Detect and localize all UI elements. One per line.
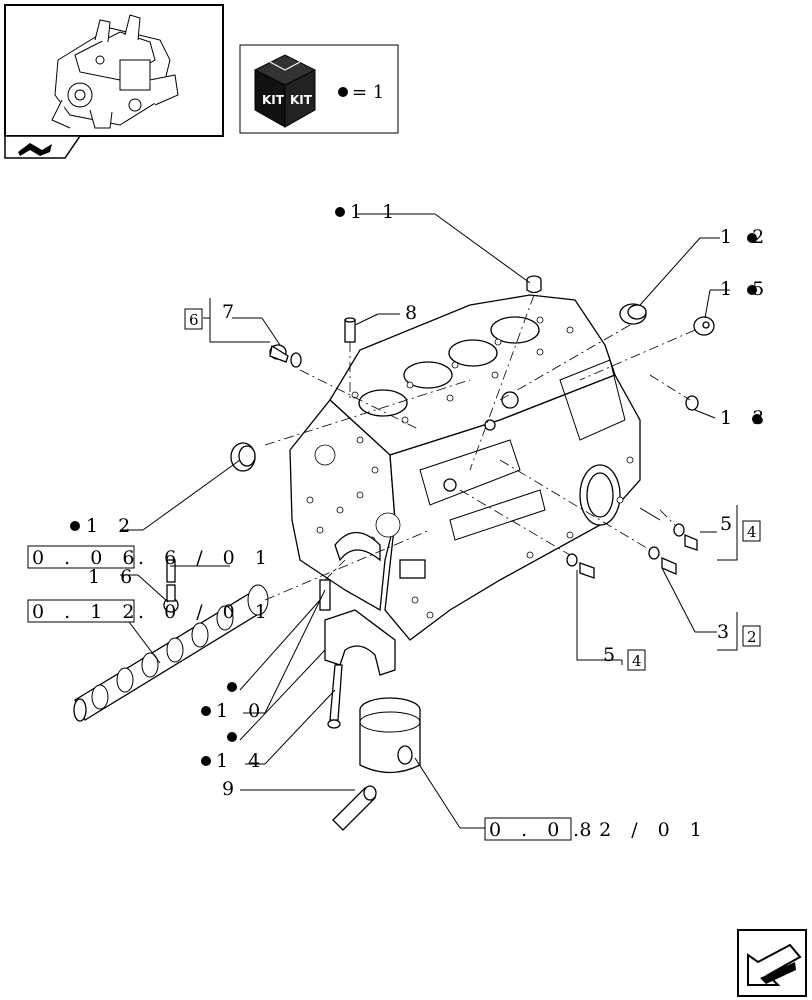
svg-text:6: 6 bbox=[189, 311, 199, 329]
part-7-plug bbox=[269, 344, 302, 368]
back-arrow-icon[interactable] bbox=[4, 135, 82, 159]
part-14-bolt bbox=[327, 664, 343, 729]
svg-text:9: 9 bbox=[222, 778, 241, 800]
part-8-dowel bbox=[344, 317, 356, 343]
svg-text:4: 4 bbox=[632, 652, 642, 670]
callout-8: 8 bbox=[405, 302, 424, 324]
kit-box-icon: KIT KIT bbox=[253, 54, 317, 128]
next-page-arrow-icon[interactable] bbox=[737, 929, 807, 997]
callout-16: 1 6 bbox=[88, 566, 139, 588]
part-15-plug bbox=[693, 316, 715, 336]
svg-text:. 6 / 0 1: . 6 / 0 1 bbox=[138, 547, 274, 569]
part-12-cap-top bbox=[619, 303, 647, 325]
part-12-cap-left bbox=[230, 442, 256, 472]
engine-block bbox=[289, 294, 641, 641]
part-9-pin bbox=[332, 785, 377, 831]
ref-0-06[interactable]: 0 . 0 6 . 6 / 0 1 bbox=[27, 545, 274, 569]
svg-text:5: 5 bbox=[720, 513, 739, 535]
svg-text:8: 8 bbox=[405, 302, 424, 324]
part-5-plug-right bbox=[673, 523, 698, 551]
part-13-ring bbox=[685, 395, 699, 411]
kit-equals: = 1 bbox=[352, 82, 384, 103]
kit-text-left: KIT bbox=[262, 93, 285, 107]
callout-7: 7 bbox=[222, 301, 241, 323]
svg-text:3: 3 bbox=[717, 621, 736, 643]
svg-text:1 4: 1 4 bbox=[216, 750, 267, 772]
callout-5-right: 5 bbox=[720, 513, 739, 535]
leader-lines bbox=[119, 213, 738, 829]
svg-text:1 1: 1 1 bbox=[350, 201, 401, 223]
alignment-lines bbox=[264, 294, 696, 601]
callout-4-bottom: 4 bbox=[627, 649, 646, 671]
svg-text:0 . 0 8: 0 . 0 8 bbox=[489, 819, 598, 841]
svg-text:4: 4 bbox=[747, 523, 757, 541]
callout-6: 6 bbox=[184, 308, 203, 330]
callout-4-right: 4 bbox=[742, 520, 761, 542]
part-piston bbox=[359, 697, 421, 774]
callout-12-top: 1 2 bbox=[720, 226, 771, 248]
callout-bullet-a bbox=[227, 682, 237, 692]
svg-text:1 2: 1 2 bbox=[86, 515, 137, 537]
svg-text:1 6: 1 6 bbox=[88, 566, 139, 588]
svg-text:0 . 1 2: 0 . 1 2 bbox=[32, 601, 141, 623]
callout-15: 1 5 bbox=[720, 278, 771, 300]
svg-text:1 5: 1 5 bbox=[720, 278, 771, 300]
part-bearing-cap bbox=[319, 579, 396, 676]
kit-bullet-icon bbox=[338, 87, 348, 97]
engine-thumbnail-icon[interactable] bbox=[4, 4, 224, 137]
svg-text:1 2: 1 2 bbox=[720, 226, 771, 248]
callout-11: 1 1 bbox=[335, 201, 401, 223]
callout-13: 1 3 bbox=[720, 407, 771, 429]
kit-legend: KIT KIT = 1 bbox=[239, 44, 399, 134]
svg-text:7: 7 bbox=[222, 301, 241, 323]
svg-text:. 2 / 0 1: . 2 / 0 1 bbox=[573, 819, 709, 841]
callout-14: 1 4 bbox=[201, 750, 267, 772]
svg-text:1 0: 1 0 bbox=[216, 700, 267, 722]
part-camshaft bbox=[73, 584, 269, 722]
svg-text:5: 5 bbox=[603, 644, 622, 666]
callout-9: 9 bbox=[222, 778, 241, 800]
svg-text:2: 2 bbox=[747, 628, 757, 646]
svg-text:0 . 0 6: 0 . 0 6 bbox=[32, 547, 141, 569]
svg-text:1 3: 1 3 bbox=[720, 407, 771, 429]
callout-12-left: 1 2 bbox=[70, 515, 137, 537]
callout-bullet-b bbox=[227, 732, 237, 742]
callout-10: 1 0 bbox=[201, 700, 267, 722]
ref-0-08[interactable]: 0 . 0 8 . 2 / 0 1 bbox=[484, 817, 709, 841]
callout-2: 2 bbox=[742, 625, 761, 647]
callout-5-bottom: 5 bbox=[603, 644, 622, 666]
svg-text:. 0 / 0 1: . 0 / 0 1 bbox=[138, 601, 274, 623]
callout-3: 3 bbox=[717, 621, 736, 643]
part-3-plug bbox=[648, 546, 677, 575]
ref-0-12[interactable]: 0 . 1 2 . 0 / 0 1 bbox=[27, 599, 274, 623]
part-5-plug-bottom bbox=[566, 553, 595, 579]
part-11-plug bbox=[526, 275, 542, 294]
kit-text-right: KIT bbox=[290, 93, 313, 107]
